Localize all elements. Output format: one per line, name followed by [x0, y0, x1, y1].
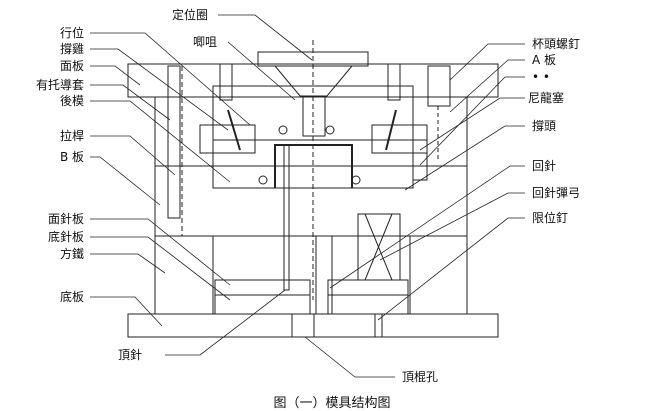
ejector-pin-shape: [284, 145, 289, 290]
label-a-plate: A 板: [532, 53, 557, 67]
leader-cap-screw: [450, 44, 525, 80]
label-core-insert: 後模: [59, 94, 84, 108]
leader-spring: [380, 193, 525, 260]
figure-caption: 图（一）模具结构图: [273, 396, 391, 411]
label-spacer-block: 方鐵: [59, 247, 84, 261]
leader-sprue: [228, 42, 295, 100]
label-wedge: 撐雞: [59, 42, 84, 56]
leader-spacer: [90, 254, 165, 273]
ejector-retainer-right: [328, 280, 408, 295]
label-sprue-bushing: 唧咀: [193, 35, 218, 49]
label-guide-bushing: 有托導套: [35, 78, 84, 92]
a-plate-shape: [155, 97, 467, 166]
label-ejector-pin: 頂針: [118, 348, 143, 362]
leader-nylon: [420, 98, 525, 150]
cap-screw-right: [428, 66, 450, 106]
cap-screw-left: [220, 64, 232, 100]
label-support-head: 撐頭: [532, 119, 557, 133]
leader-a-plate: [450, 60, 525, 112]
slider-left: [200, 125, 255, 153]
bottom-clamp-plate-shape: [128, 314, 498, 337]
label-ejector-plate: 底針板: [47, 230, 84, 244]
leader-retainer: [90, 219, 230, 285]
ejector-space: [213, 236, 410, 314]
leader-b-plate: [90, 157, 160, 205]
leader-wedge: [90, 49, 228, 130]
leader-return-pin: [330, 166, 525, 288]
b-plate-shape: [155, 166, 467, 236]
guide-bushing-shape: [168, 66, 180, 218]
leader-dots: [420, 77, 525, 165]
ejector-plate-right: [328, 295, 408, 314]
cap-screw-mid: [388, 64, 400, 100]
leader-ejector-pin: [165, 290, 285, 355]
label-cap-screw: 杯頭螺釘: [532, 37, 581, 51]
ejector-retainer-left: [215, 280, 310, 295]
leader-bottom: [90, 297, 162, 326]
label-bottom-clamp-plate: 底板: [59, 290, 84, 304]
ejector-plate-left: [215, 295, 310, 314]
label-dots: • •: [532, 70, 550, 84]
leader-sprue-puller: [90, 136, 175, 175]
stop-pin-shape: [375, 314, 382, 337]
leader-core: [90, 101, 230, 182]
label-locating-ring: 定位圈: [172, 8, 209, 22]
leader-locating-ring: [218, 15, 312, 60]
ko-hole-shape: [292, 314, 314, 337]
spacer-block-right: [410, 236, 467, 314]
leader-slider: [90, 33, 250, 125]
leader-ejector-plate: [90, 237, 230, 300]
label-ejector-retainer-plate: 面針板: [47, 212, 84, 226]
leader-guide-bushing: [90, 85, 170, 120]
label-return-spring: 回針彈弓: [532, 186, 581, 200]
label-nylon-plug: 尼龍塞: [528, 91, 565, 105]
leader-ko-hole: [305, 337, 395, 377]
leader-support: [405, 126, 525, 190]
label-b-plate: B 板: [59, 150, 84, 164]
leader-stop-pin: [378, 218, 525, 320]
support-head-shape: [316, 236, 332, 314]
label-return-pin: 回針: [532, 159, 557, 173]
label-slider: 行位: [59, 26, 84, 40]
label-sprue-puller: 拉桿: [59, 129, 84, 143]
leader-top-plate: [90, 66, 140, 85]
return-pin-shape: [358, 214, 400, 280]
label-stop-pin: 限位釘: [532, 211, 569, 225]
label-top-clamp-plate: 面板: [59, 59, 84, 73]
slider-right: [372, 125, 427, 153]
label-ko-hole: 頂棍孔: [402, 370, 439, 384]
